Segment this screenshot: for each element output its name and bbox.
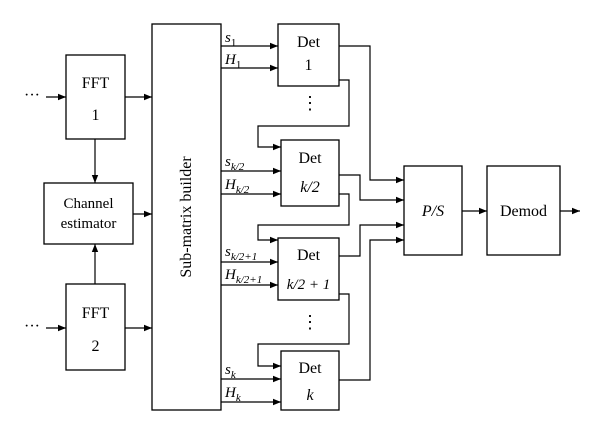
- det1-block: Det 1: [277, 23, 340, 87]
- vdots-upper: ⋮: [301, 93, 319, 113]
- submatrix-builder-block: Sub-matrix builder: [151, 23, 222, 411]
- det-k-index: k: [306, 387, 314, 404]
- det1-title: Det: [297, 34, 321, 51]
- connection-wires: [46, 42, 580, 406]
- det-k-block: Det k: [280, 350, 340, 411]
- label-sk: sk: [225, 362, 237, 381]
- channel-estimator-line2: estimator: [61, 216, 117, 232]
- label-Hk: Hk: [224, 385, 242, 404]
- demod-block: Demod: [486, 165, 561, 256]
- fft2-title: FFT: [82, 305, 110, 322]
- channel-estimator-line1: Channel: [64, 196, 114, 212]
- det-k2-index: k/2: [300, 179, 320, 196]
- label-Hk2: Hk/2: [224, 177, 250, 196]
- detk21-to-detk-feedback: [257, 293, 350, 370]
- submatrix-builder-label: Sub-matrix builder: [178, 156, 195, 278]
- vdots-lower: ⋮: [301, 312, 319, 332]
- detk-to-ps-arrow: [339, 236, 404, 381]
- ps-label: P/S: [421, 203, 444, 220]
- label-sk2: sk/2: [225, 154, 245, 173]
- fft1-title: FFT: [82, 75, 110, 92]
- det-k21-index: k/2 + 1: [287, 277, 330, 293]
- label-sk21: sk/2+1: [225, 244, 257, 263]
- det1-to-ps-arrow: [339, 45, 404, 184]
- label-s1: s1: [225, 30, 236, 49]
- det-k2-title: Det: [298, 150, 322, 167]
- det-k21-block: Det k/2 + 1: [277, 237, 340, 301]
- detk2-to-detk21-feedback: [257, 193, 350, 244]
- demod-label: Demod: [500, 203, 547, 220]
- ps-block: P/S: [403, 165, 463, 256]
- label-H1: H1: [224, 52, 241, 71]
- det1-index: 1: [305, 57, 313, 74]
- fft1-block: FFT 1: [65, 54, 126, 140]
- signal-labels: s1 H1 sk/2 Hk/2 sk/2+1 Hk/2+1 sk Hk: [224, 30, 262, 404]
- channel-estimator-block: Channel estimator: [43, 182, 134, 245]
- input-dots-fft2: ···: [24, 318, 40, 335]
- detk2-to-ps-arrow: [339, 174, 404, 204]
- input-dots-fft1: ···: [24, 87, 40, 104]
- detk21-to-ps-arrow: [339, 221, 404, 257]
- det-k-title: Det: [298, 360, 322, 377]
- fft2-index: 2: [92, 338, 100, 355]
- label-Hk21: Hk/2+1: [224, 267, 262, 286]
- fft2-block: FFT 2: [65, 283, 126, 371]
- det1-to-detk2-feedback: [257, 79, 350, 151]
- det-k21-title: Det: [297, 247, 321, 264]
- det-k2-block: Det k/2: [280, 139, 340, 207]
- fft1-index: 1: [92, 107, 100, 124]
